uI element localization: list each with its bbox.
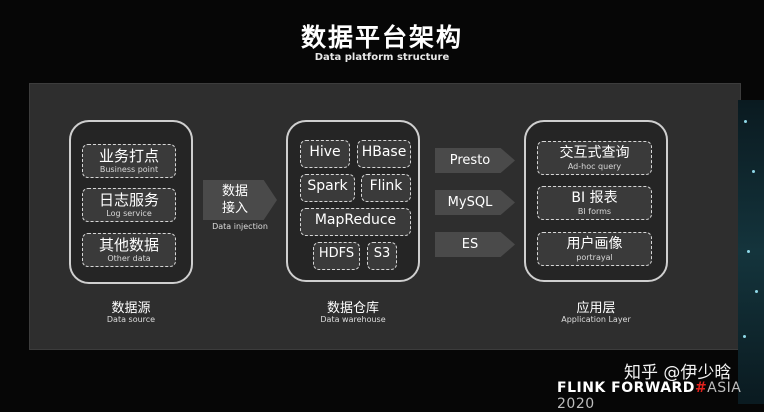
data-source-label: 数据源 [69,297,193,316]
business-point-en: Business point [83,165,175,175]
s3-box: S3 [367,242,397,270]
data-source-label-en: Data source [69,315,193,324]
hbase-label: HBase [358,144,410,160]
log-service-label: 日志服务 [83,191,175,209]
spark-label: Spark [301,178,354,194]
hbase-box: HBase [357,140,411,168]
log-service-box: 日志服务 Log service [82,188,176,222]
footer-hash: # [695,380,707,396]
page-title: 数据平台架构 [0,18,764,54]
presto-label: Presto [450,153,491,168]
bi-forms-box: BI 报表 BI forms [537,186,652,220]
portrayal-label: 用户画像 [538,235,651,253]
adhoc-query-label: 交互式查询 [538,144,651,162]
footer-part1: FLINK FORWARD [557,380,695,396]
light-dot [752,170,755,173]
data-source-group: 业务打点 Business point 日志服务 Log service 其他数… [69,120,193,284]
es-label: ES [462,237,478,252]
hdfs-label: HDFS [314,246,359,261]
event-footer: FLINK FORWARD#ASIA 2020 [557,380,764,412]
application-layer-label-en: Application Layer [524,315,668,324]
flink-label: Flink [362,178,410,194]
hive-box: Hive [300,140,350,168]
light-dot [755,290,758,293]
adhoc-query-en: Ad-hoc query [538,162,651,172]
portrayal-en: portrayal [538,253,651,263]
light-dot [743,335,746,338]
business-point-label: 业务打点 [83,147,175,165]
mapreduce-box: MapReduce [300,208,411,236]
data-warehouse-label-en: Data warehouse [286,315,420,324]
data-warehouse-group: Hive HBase Spark Flink MapReduce HDFS S3 [286,120,420,282]
light-dot [744,120,747,123]
s3-label: S3 [368,246,396,261]
other-data-en: Other data [83,254,175,264]
mysql-arrow: MySQL [435,190,515,215]
other-data-box: 其他数据 Other data [82,233,176,267]
application-layer-label: 应用层 [524,297,668,316]
es-arrow: ES [435,232,515,257]
mysql-label: MySQL [448,195,493,210]
business-point-box: 业务打点 Business point [82,144,176,178]
bi-forms-en: BI forms [538,207,651,217]
spark-box: Spark [300,174,355,202]
bi-forms-label: BI 报表 [538,189,651,207]
presto-arrow: Presto [435,148,515,173]
light-dot [747,250,750,253]
data-warehouse-label: 数据仓库 [286,297,420,316]
application-layer-group: 交互式查询 Ad-hoc query BI 报表 BI forms 用户画像 p… [524,120,668,282]
data-injection-arrow: 数据 接入 [203,180,277,220]
data-injection-label: Data injection [200,222,280,231]
injection-line1: 数据 [222,184,248,199]
injection-line2: 接入 [222,201,248,216]
adhoc-query-box: 交互式查询 Ad-hoc query [537,141,652,175]
portrayal-box: 用户画像 portrayal [537,232,652,266]
log-service-en: Log service [83,209,175,219]
hdfs-box: HDFS [313,242,360,270]
other-data-label: 其他数据 [83,236,175,254]
mapreduce-label: MapReduce [301,212,410,228]
decorative-light-strip [738,100,764,404]
flink-box: Flink [361,174,411,202]
page-subtitle: Data platform structure [0,52,764,63]
hive-label: Hive [301,144,349,160]
